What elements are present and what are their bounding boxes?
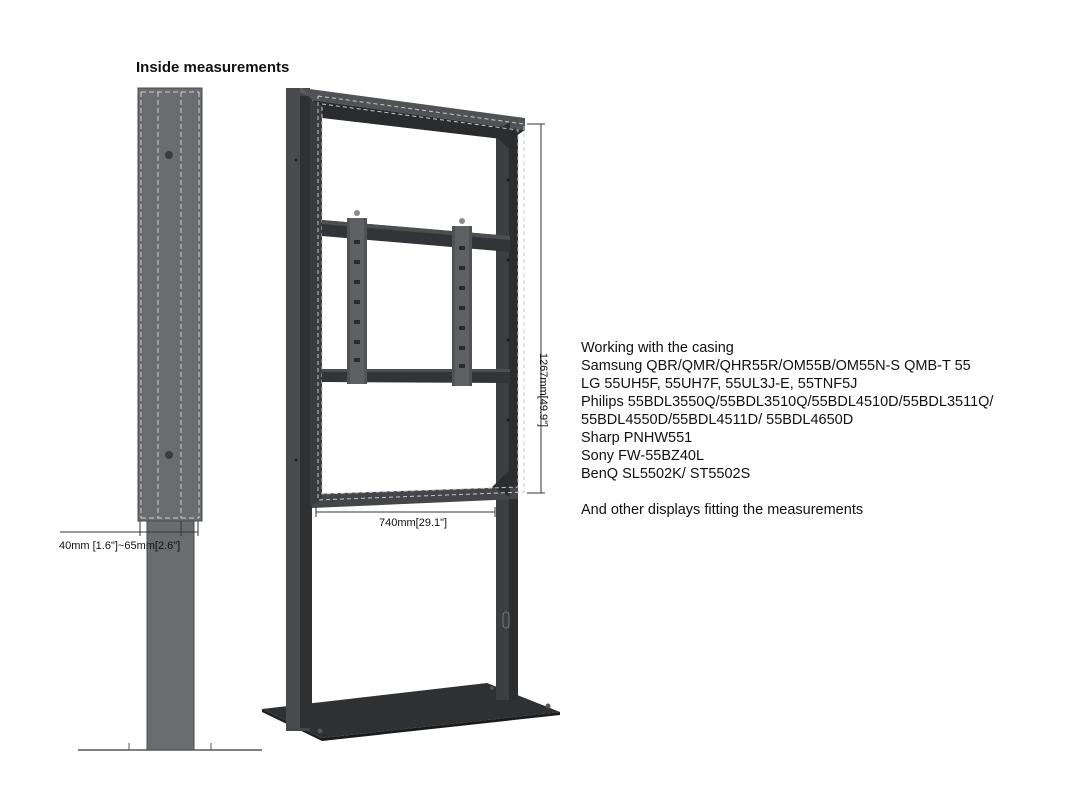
left-vesa-bracket (347, 210, 367, 384)
compatibility-footer: And other displays fitting the measureme… (581, 502, 864, 518)
inside-measurements-heading: Inside measurements (136, 59, 290, 76)
bolt-icon (165, 151, 173, 159)
frame-top (302, 88, 525, 130)
width-dimension-line (315, 507, 496, 517)
compatibility-intro: Working with the casing (581, 340, 734, 356)
side-view-stand (60, 87, 262, 751)
compatible-model-line: BenQ SL5502K/ ST5502S (581, 466, 751, 482)
right-vesa-bracket (452, 218, 472, 386)
height-dimension-line (527, 123, 545, 494)
front-view-stand (262, 88, 560, 741)
compatible-model-line: Philips 55BDL3550Q/55BDL3510Q/55BDL4510D… (581, 394, 994, 410)
base-plate (262, 683, 560, 738)
height-dimension-label: 1267mm[49.9"] (537, 352, 549, 428)
side-view-pole (147, 521, 194, 750)
frame-bottom (312, 487, 518, 508)
compatibility-text-block: Working with the casing Samsung QBR/QMR/… (581, 339, 993, 519)
compatible-model-line: LG 55UH5F, 55UH7F, 55UL3J-E, 55TNF5J (581, 376, 858, 392)
compatible-model-line: Sony FW-55BZ40L (581, 448, 705, 464)
depth-dimension-label: 40mm [1.6"]~65mm[2.6"] (59, 540, 181, 552)
compatible-model-line: 55BDL4550D/55BDL4511D/ 55BDL4650D (581, 412, 854, 428)
bolt-icon (165, 451, 173, 459)
width-dimension-label: 740mm[29.1"] (379, 517, 448, 529)
depth-dimension-line (60, 521, 199, 536)
compatible-model-line: Sharp PNHW551 (581, 430, 693, 446)
side-view-housing (138, 88, 202, 521)
compatible-model-line: Samsung QBR/QMR/QHR55R/OM55B/OM55N-S QMB… (581, 358, 971, 374)
